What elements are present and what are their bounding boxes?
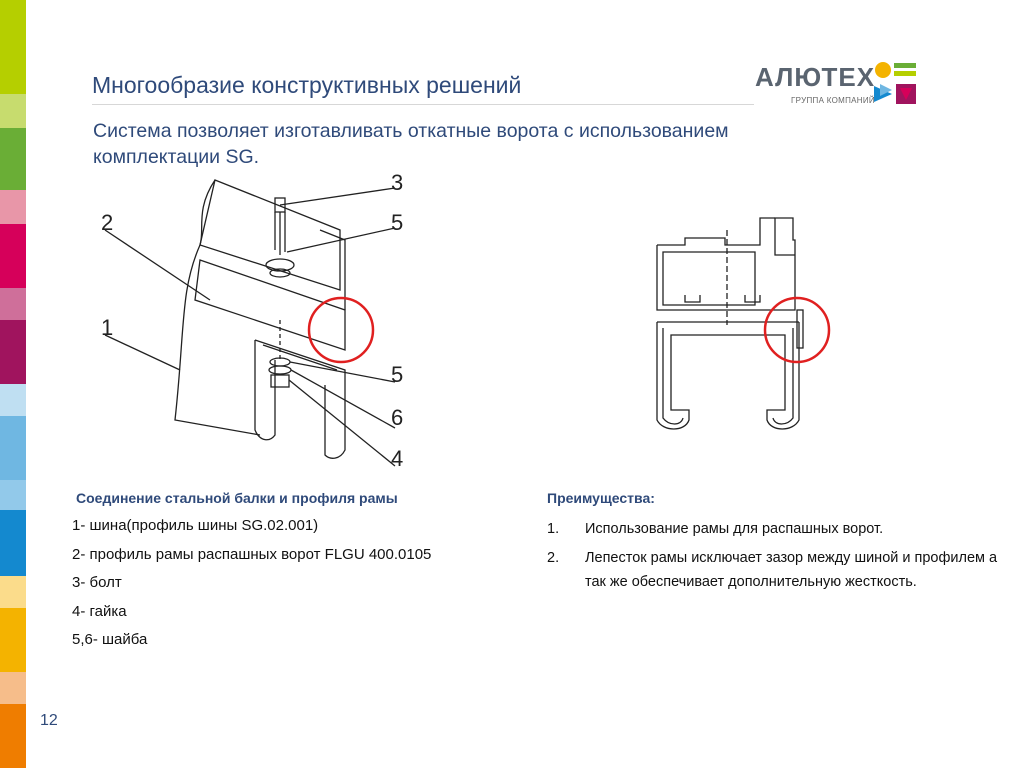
stripe-3 <box>0 94 26 128</box>
decorative-stripe-bar <box>0 0 26 768</box>
title-divider <box>92 104 754 105</box>
list-item: 1- шина(профиль шины SG.02.001) <box>72 517 319 534</box>
callout-1: 1 <box>101 315 113 340</box>
stripe-8 <box>0 320 26 384</box>
list-text: Лепесток рамы исключает зазор между шино… <box>585 550 998 590</box>
stripe-7 <box>0 288 26 320</box>
stripe-5 <box>0 190 26 224</box>
stripe-16 <box>0 704 26 768</box>
list-item: 5,6- шайба <box>72 631 148 648</box>
page-number: 12 <box>40 712 58 729</box>
profile-cross-section <box>656 217 831 430</box>
stripe-9 <box>0 384 26 416</box>
stripe-4 <box>0 128 26 190</box>
assembly-drawing: 3 5 2 1 5 6 4 <box>101 170 403 471</box>
list-item: 2. Лепесток рамы исключает зазор между ш… <box>547 546 1007 594</box>
callout-5-top: 5 <box>391 210 403 235</box>
callout-6: 6 <box>391 405 403 430</box>
advantages-list: 1. Использование рамы для распашных воро… <box>547 517 1007 599</box>
callout-3: 3 <box>391 170 403 195</box>
logo-mark-icon <box>874 62 916 104</box>
stripe-1 <box>0 0 26 34</box>
drawing-caption: Соединение стальной балки и профиля рамы <box>76 490 398 506</box>
logo-wordmark: АЛЮТЕХ <box>755 62 876 92</box>
stripe-12 <box>0 510 26 576</box>
callout-2: 2 <box>101 210 113 235</box>
page-title: Многообразие конструктивных решений <box>92 72 522 98</box>
list-number: 1. <box>547 521 560 537</box>
list-item: 2- профиль рамы распашных ворот FLGU 400… <box>72 545 432 563</box>
stripe-14 <box>0 608 26 672</box>
list-text: Использование рамы для распашных ворот. <box>585 521 884 537</box>
callout-5-bottom: 5 <box>391 362 403 387</box>
list-item: 1. Использование рамы для распашных воро… <box>547 517 1007 541</box>
stripe-11 <box>0 480 26 510</box>
stripe-6 <box>0 224 26 288</box>
slide-subtitle: Система позволяет изготавливать откатные… <box>93 120 729 168</box>
list-item: 4- гайка <box>72 602 127 620</box>
parts-list: 1- шина(профиль шины SG.02.001) 2- профи… <box>72 516 431 659</box>
stripe-15 <box>0 672 26 704</box>
stripe-10 <box>0 416 26 480</box>
list-item: 3- болт <box>72 574 122 591</box>
logo-subtext: ГРУППА КОМПАНИЙ <box>791 96 875 105</box>
company-logo: АЛЮТЕХ ГРУППА КОМПАНИЙ <box>755 60 920 110</box>
stripe-2 <box>0 34 26 94</box>
stripe-13 <box>0 576 26 608</box>
advantages-heading: Преимущества: <box>547 490 655 506</box>
callout-4: 4 <box>391 446 403 471</box>
highlight-circle-left <box>307 296 375 364</box>
list-number: 2. <box>547 550 560 566</box>
highlight-circle-right <box>763 296 831 364</box>
